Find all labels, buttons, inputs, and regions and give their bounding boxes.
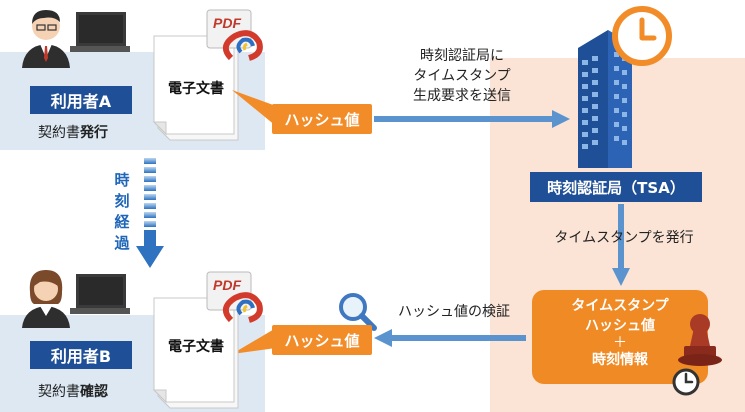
result-line-1: タイムスタンプ	[571, 298, 669, 314]
tsa-building-icon	[578, 30, 632, 168]
pdf-icon: PDF	[206, 9, 263, 61]
time-passage-label: 時 刻 経 過	[112, 170, 132, 254]
hash-a-pointer	[232, 90, 276, 126]
time-passage-char-3: 経	[114, 213, 130, 231]
user-b-caption: 契約書確認	[38, 381, 108, 401]
pdf-icon-b: PDF	[206, 271, 263, 323]
document-b-label: 電子文書	[168, 339, 224, 355]
user-b-caption-action: 確認	[80, 384, 108, 400]
document-a-icon	[152, 35, 239, 141]
user-a-caption-action: 発行	[80, 125, 108, 141]
hash-a-box: ハッシュ値	[272, 104, 372, 134]
time-passage-arrow	[136, 158, 164, 268]
request-note-line-3: 生成要求を送信	[413, 88, 511, 104]
document-b-icon	[152, 297, 239, 409]
verify-note: ハッシュ値の検証	[398, 304, 510, 320]
timestamp-result-box: タイムスタンプ ハッシュ値 ＋ 時刻情報	[532, 290, 708, 384]
stamp-icon	[672, 314, 722, 396]
user-b-label: 利用者B	[30, 341, 132, 369]
request-note: 時刻認証局に タイムスタンプ 生成要求を送信	[396, 46, 528, 106]
issue-arrow	[612, 204, 630, 286]
time-passage-char-4: 過	[114, 234, 130, 252]
time-passage-char-2: 刻	[114, 192, 130, 210]
businesswoman-with-laptop-icon	[22, 270, 130, 328]
clock-icon	[612, 6, 672, 66]
magnifier-icon	[339, 293, 377, 331]
request-note-line-1: 時刻認証局に	[420, 48, 504, 64]
hash-b-pointer	[232, 328, 276, 354]
result-plus: ＋	[613, 335, 627, 351]
tsa-label: 時刻認証局（TSA）	[530, 172, 702, 202]
result-line-2: ハッシュ値	[585, 318, 655, 334]
hash-b-box: ハッシュ値	[272, 325, 372, 355]
user-a-label: 利用者A	[30, 86, 132, 114]
document-a-label: 電子文書	[168, 81, 224, 97]
send-request-arrow	[374, 110, 570, 128]
time-passage-char-1: 時	[114, 171, 130, 189]
svg-text:PDF: PDF	[213, 277, 241, 293]
user-b-caption-prefix: 契約書	[38, 384, 80, 400]
user-a-caption-prefix: 契約書	[38, 125, 80, 141]
svg-text:PDF: PDF	[213, 15, 241, 31]
businessman-with-laptop-icon	[22, 10, 130, 68]
user-a-caption: 契約書発行	[38, 122, 108, 142]
issue-note: タイムスタンプを発行	[554, 230, 694, 246]
verify-arrow	[374, 329, 526, 347]
request-note-line-2: タイムスタンプ	[413, 68, 511, 84]
result-line-3: 時刻情報	[592, 352, 648, 368]
